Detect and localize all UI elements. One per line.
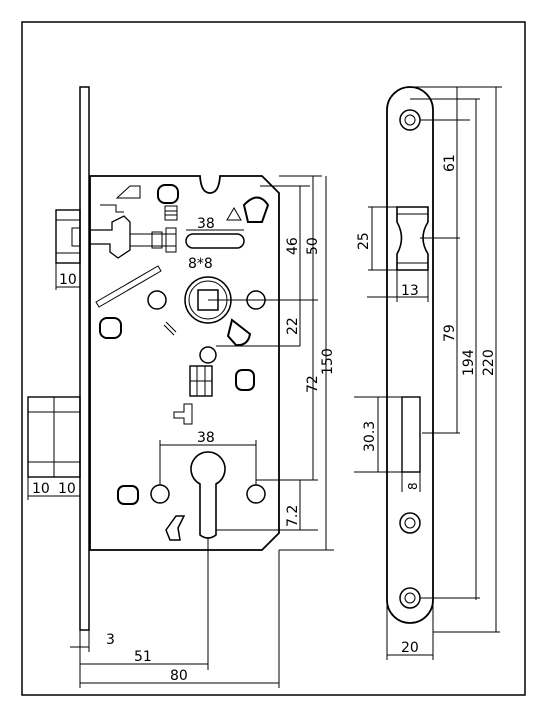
d-shape-rotated (226, 318, 252, 347)
screw-top (399, 109, 421, 131)
d-shape-left (99, 317, 122, 339)
dim-46: 46 (285, 237, 301, 255)
t-part (173, 403, 193, 425)
dim-13: 13 (401, 283, 419, 299)
dim-8x8: 8*8 (188, 256, 213, 272)
bolt-opening (401, 396, 421, 473)
triangle-mark (226, 207, 242, 221)
d-shape-right (242, 196, 270, 223)
lever-part (115, 185, 141, 199)
spring-bar (95, 265, 162, 308)
dim-50: 50 (305, 237, 321, 255)
cylinder-keyhole (190, 451, 226, 539)
cyl-hole-right (246, 484, 266, 504)
dim-3: 3 (106, 632, 115, 648)
dim-22: 22 (285, 317, 301, 335)
dim-150: 150 (320, 348, 336, 375)
dim-79: 79 (442, 324, 458, 342)
dim-194: 194 (461, 349, 477, 376)
dim-72: 72 (305, 375, 321, 393)
strike-dimensions (354, 86, 502, 660)
strike-plate-outline (386, 86, 434, 624)
dim-7-2: 7.2 (285, 505, 301, 527)
d-shape-top (157, 184, 179, 204)
dim-38-top: 38 (197, 216, 215, 232)
d-shape-mid (235, 369, 255, 391)
dim-deadbolt-10b: 10 (58, 481, 76, 497)
bottom-clip (165, 515, 186, 541)
lock-body (27, 86, 280, 631)
strike-plate (386, 86, 434, 624)
lock-case (89, 175, 280, 551)
latch-bolt (55, 209, 81, 264)
lock-dimensions (27, 175, 334, 688)
hole-left (147, 290, 167, 310)
dim-51: 51 (134, 649, 152, 665)
dim-220: 220 (481, 349, 497, 376)
slot (185, 233, 245, 249)
hole-center (199, 346, 217, 364)
dim-20: 20 (401, 640, 419, 656)
dim-latch-10: 10 (59, 272, 77, 288)
dim-8: 8 (406, 482, 420, 490)
screw-mid (399, 512, 421, 534)
face-plate (79, 86, 90, 631)
dim-61: 61 (442, 154, 458, 172)
dim-80: 80 (170, 668, 188, 684)
cyl-hole-left (150, 484, 170, 504)
screw-bottom (399, 587, 421, 609)
dim-38-cyl: 38 (197, 430, 215, 446)
dim-deadbolt-10a: 10 (32, 481, 50, 497)
latch-mechanism (89, 215, 131, 259)
d-shape-bottom (117, 485, 139, 505)
dim-25: 25 (356, 232, 372, 250)
drawing-frame (21, 21, 526, 696)
dim-30-3: 30.3 (362, 421, 378, 452)
